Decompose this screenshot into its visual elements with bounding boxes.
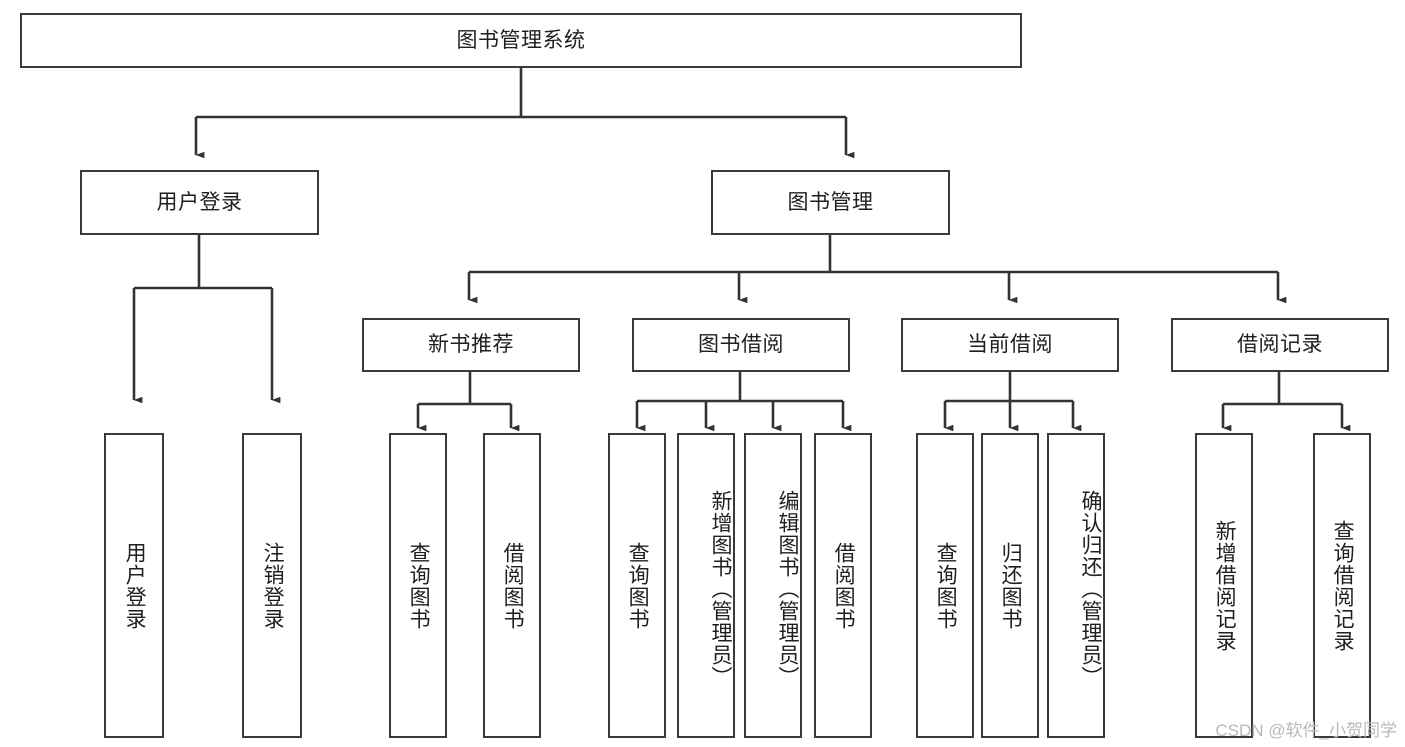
leaf-query-book-borrow[interactable]: 查询图书	[608, 433, 666, 738]
node-new-book-recommend[interactable]: 新书推荐	[362, 318, 580, 372]
node-label: 新增图书（管理员）	[709, 489, 732, 688]
node-label: 借阅图书	[501, 541, 525, 630]
node-label: 注销登录	[261, 541, 285, 630]
leaf-add-borrow-record[interactable]: 新增借阅记录	[1195, 433, 1253, 738]
node-label: 查询图书	[407, 541, 431, 630]
leaf-add-book-admin[interactable]: 新增图书（管理员）	[677, 433, 735, 738]
node-label: 新增借阅记录	[1213, 519, 1237, 652]
node-label: 用户登录	[123, 541, 147, 630]
node-label: 确认归还（管理员）	[1079, 489, 1102, 688]
node-label: 借阅记录	[1237, 333, 1323, 357]
node-label: 当前借阅	[967, 333, 1053, 357]
node-book-manage[interactable]: 图书管理	[711, 170, 950, 235]
leaf-edit-book-admin[interactable]: 编辑图书（管理员）	[744, 433, 802, 738]
leaf-borrow-book-recommend[interactable]: 借阅图书	[483, 433, 541, 738]
leaf-query-book-recommend[interactable]: 查询图书	[389, 433, 447, 738]
node-user-login[interactable]: 用户登录	[80, 170, 319, 235]
node-label: 编辑图书（管理员）	[776, 489, 799, 688]
node-book-borrow[interactable]: 图书借阅	[632, 318, 850, 372]
node-label: 查询借阅记录	[1331, 519, 1355, 652]
leaf-user-login[interactable]: 用户登录	[104, 433, 164, 738]
node-label: 图书管理	[787, 190, 874, 214]
node-label: 图书管理系统	[456, 28, 586, 52]
node-label: 用户登录	[156, 190, 243, 214]
csdn-watermark: CSDN @软件_小贺同学	[1215, 721, 1397, 740]
leaf-confirm-return-admin[interactable]: 确认归还（管理员）	[1047, 433, 1105, 738]
leaf-query-borrow-record[interactable]: 查询借阅记录	[1313, 433, 1371, 738]
node-label: 归还图书	[999, 541, 1023, 630]
node-current-borrow[interactable]: 当前借阅	[901, 318, 1119, 372]
leaf-borrow-book-borrow[interactable]: 借阅图书	[814, 433, 872, 738]
node-label: 借阅图书	[832, 541, 856, 630]
node-label: 新书推荐	[428, 333, 514, 357]
leaf-query-book-current[interactable]: 查询图书	[916, 433, 974, 738]
node-label: 查询图书	[626, 541, 650, 630]
node-label: 图书借阅	[698, 333, 784, 357]
leaf-logout-login[interactable]: 注销登录	[242, 433, 302, 738]
node-root-system[interactable]: 图书管理系统	[20, 13, 1022, 68]
node-label: 查询图书	[934, 541, 958, 630]
node-borrow-record[interactable]: 借阅记录	[1171, 318, 1389, 372]
leaf-return-book[interactable]: 归还图书	[981, 433, 1039, 738]
